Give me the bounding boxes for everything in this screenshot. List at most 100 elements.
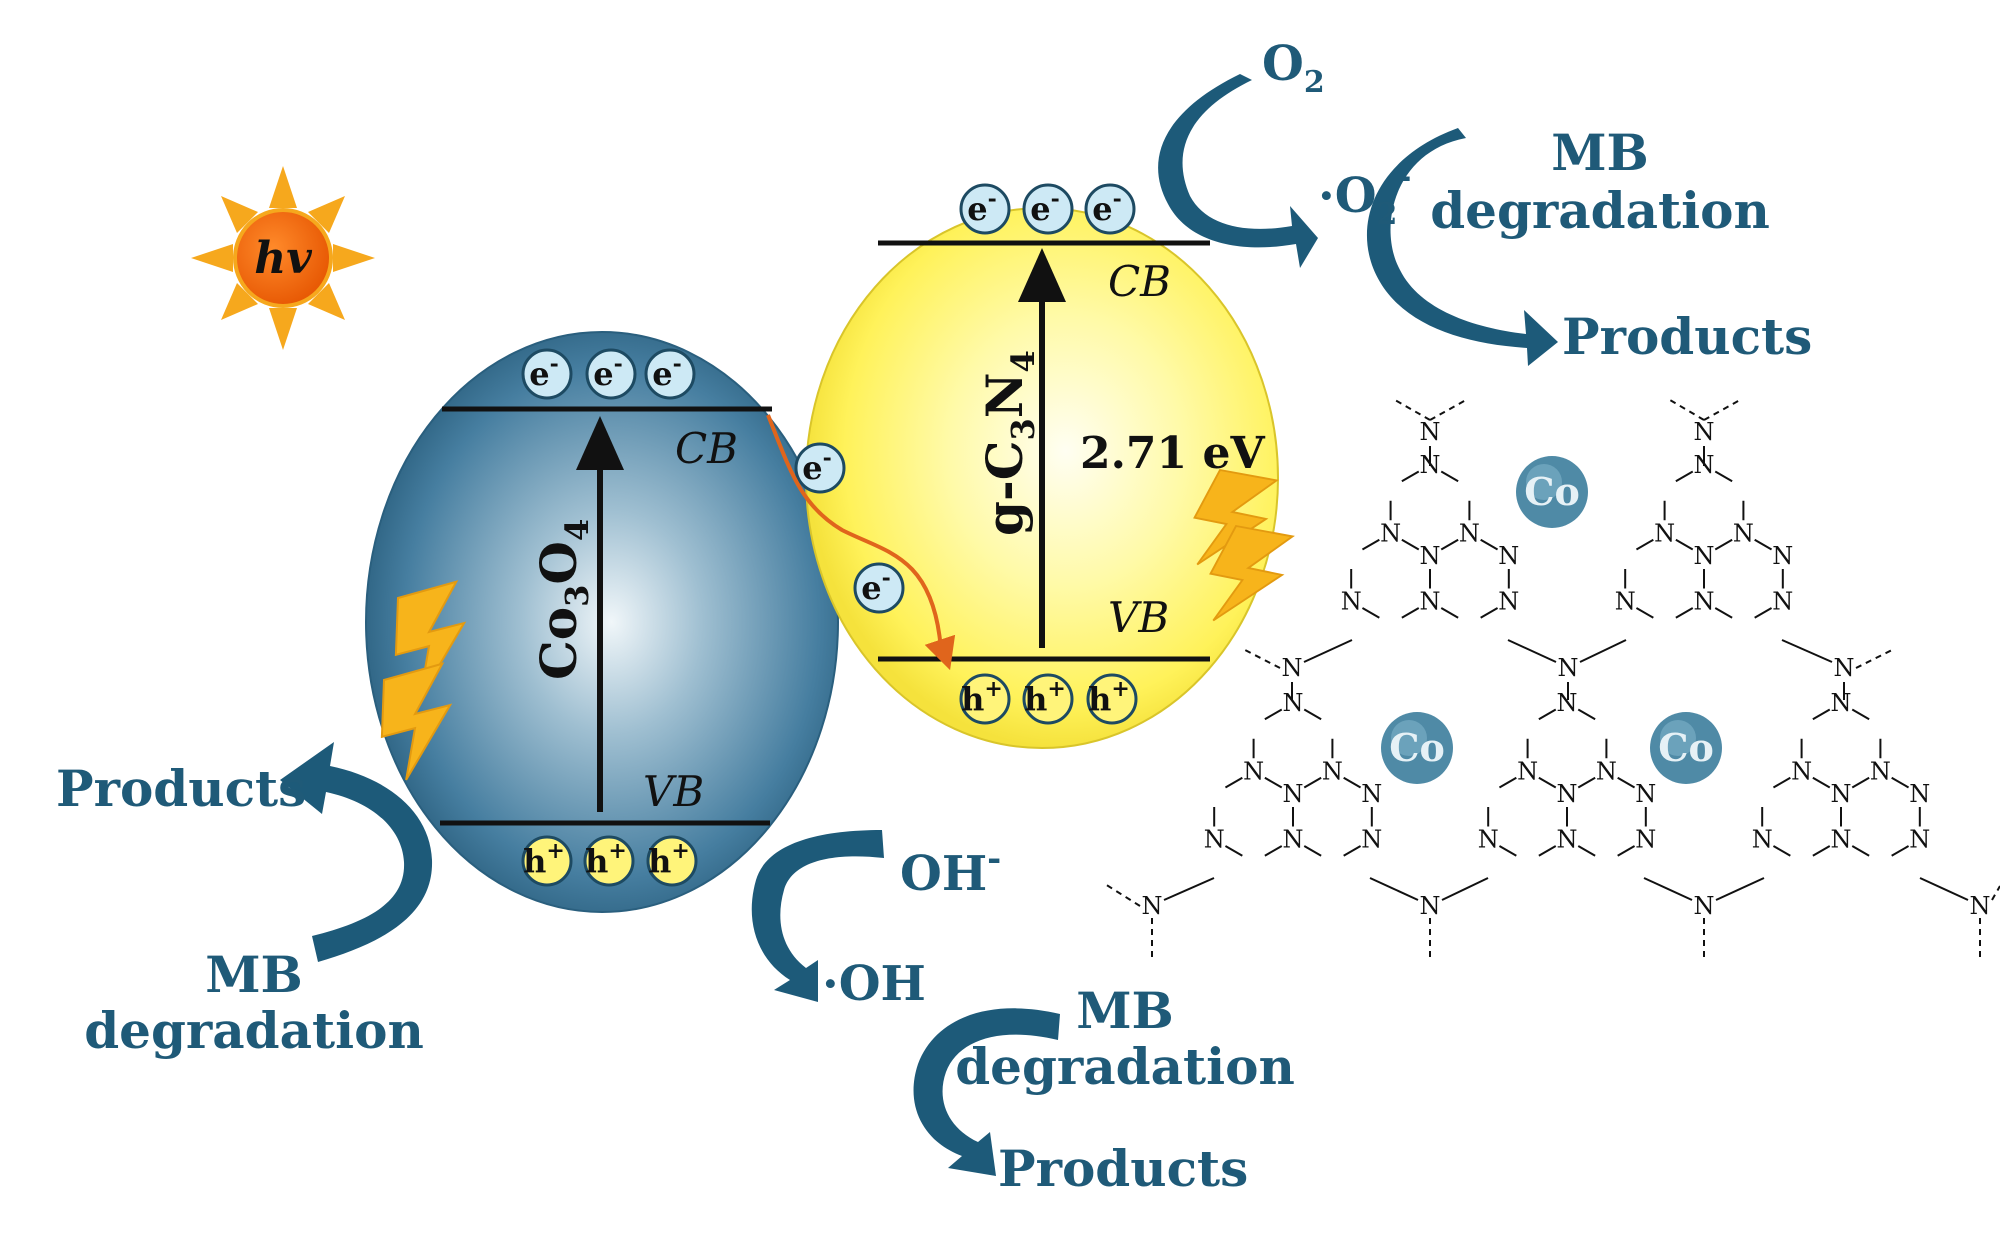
charge-carriers: e-e-e-h+ h+ h+ e-e-e-h+ h+ h+ e-e- — [521, 183, 1138, 887]
nitrogen-atom: N — [1283, 826, 1304, 854]
nitrogen-atom: N — [1341, 588, 1362, 616]
heptazine-unit — [1350, 470, 1510, 619]
electron-badge: e- — [585, 348, 637, 400]
gcn-band-gap: 2.71 eV — [1080, 428, 1265, 479]
co3o4-particle: CB VB Co3O4 — [365, 331, 839, 913]
svg-text:e-: e- — [652, 351, 682, 393]
nitrogen-atom: N — [1243, 757, 1264, 785]
nitrogen-atom: N — [1694, 892, 1715, 920]
co3o4-formula: Co3O4 — [529, 519, 596, 680]
nitrogen-atom: N — [1752, 826, 1773, 854]
co3o4-cb-label: CB — [675, 424, 738, 473]
reaction-arrows — [280, 74, 1558, 1176]
nitrogen-atom: N — [1557, 826, 1578, 854]
cobalt-atom: Co — [1516, 456, 1588, 528]
light-label: hv — [254, 233, 312, 284]
svg-text:e-: e- — [1092, 186, 1122, 228]
top-products-label: Products — [1562, 307, 1812, 366]
bottom-mb-label: MB — [1076, 981, 1174, 1040]
nitrogen-atom: N — [1459, 519, 1480, 547]
nitrogen-atom: N — [1694, 418, 1715, 446]
hydroxide-oxidation-arrow — [751, 830, 884, 1002]
nitrogen-atom: N — [1831, 780, 1852, 808]
nitrogen-atom: N — [1654, 519, 1675, 547]
bottom-products-arrow — [913, 1008, 1060, 1176]
nitrogen-atom: N — [1909, 826, 1930, 854]
sun-icon: hv — [191, 166, 375, 350]
nitrogen-atom: N — [1635, 780, 1656, 808]
svg-text:e-: e- — [1030, 186, 1060, 228]
nitrogen-atom: N — [1557, 780, 1578, 808]
svg-text:e-: e- — [802, 445, 832, 487]
electron-badge: e- — [853, 562, 905, 614]
svg-text:h+: h+ — [1024, 676, 1066, 718]
nitrogen-atom: N — [1142, 892, 1163, 920]
nitrogen-atom: N — [1694, 542, 1715, 570]
svg-text:e-: e- — [593, 351, 623, 393]
nitrogen-atom: N — [1733, 519, 1754, 547]
nitrogen-atom: N — [1870, 757, 1891, 785]
nitrogen-atom: N — [1831, 826, 1852, 854]
left-mb-label: MB — [205, 945, 303, 1004]
nitrogen-atom: N — [1322, 757, 1343, 785]
nitrogen-atom: N — [1831, 689, 1852, 717]
nitrogen-atom: N — [1282, 654, 1303, 682]
o2-reduction-arrow — [1158, 74, 1318, 268]
nitrogen-atom: N — [1498, 588, 1519, 616]
hole-badge: h+ — [1022, 673, 1074, 725]
electron-badge: e- — [959, 183, 1011, 235]
top-products-arrow — [1366, 128, 1558, 366]
svg-text:e-: e- — [529, 351, 559, 393]
nitrogen-atom: N — [1772, 588, 1793, 616]
nitrogen-atom: N — [1478, 826, 1499, 854]
svg-text:h+: h+ — [585, 838, 627, 880]
nitrogen-atom: N — [1834, 654, 1855, 682]
superoxide-label: ·O2- — [1318, 157, 1412, 232]
nitrogen-atom: N — [1517, 757, 1538, 785]
nitrogen-atom: N — [1615, 588, 1636, 616]
hole-badge: h+ — [959, 673, 1011, 725]
hole-badge: h+ — [583, 835, 635, 887]
hole-badge: h+ — [646, 835, 698, 887]
nitrogen-atom: N — [1361, 826, 1382, 854]
hole-badge: h+ — [521, 835, 573, 887]
hydroxyl-radical-label: ·OH — [822, 956, 926, 1012]
electron-badge: e- — [644, 348, 696, 400]
svg-text:h+: h+ — [961, 676, 1003, 718]
svg-text:h+: h+ — [523, 838, 565, 880]
hydroxide-label: OH- — [900, 839, 1001, 902]
svg-text:h+: h+ — [648, 838, 690, 880]
left-degradation-label: degradation — [84, 1001, 424, 1060]
cobalt-atom: Co — [1381, 712, 1453, 784]
nitrogen-atom: N — [1361, 780, 1382, 808]
nitrogen-atom: N — [1420, 892, 1441, 920]
left-products-label: Products — [56, 759, 306, 818]
svg-text:Co: Co — [1658, 725, 1714, 770]
heptazine-unit — [1213, 708, 1373, 857]
nitrogen-atom: N — [1204, 826, 1225, 854]
gcn-particle: CB VB 2.71 eV g-C3N4 — [805, 207, 1279, 749]
electron-badge: e- — [1022, 183, 1074, 235]
nitrogen-atom: N — [1498, 542, 1519, 570]
hole-badge: h+ — [1086, 673, 1138, 725]
nitrogen-atom: N — [1380, 519, 1401, 547]
nitrogen-atom: N — [1283, 689, 1304, 717]
svg-text:h+: h+ — [1088, 676, 1130, 718]
svg-text:e-: e- — [967, 186, 997, 228]
left-products-arrow — [280, 742, 433, 962]
electron-badge: e- — [794, 442, 846, 494]
top-degradation-label: degradation — [1430, 181, 1770, 240]
o2-label: O2 — [1262, 36, 1325, 100]
gcn-formula: g-C3N4 — [975, 350, 1042, 536]
svg-text:e-: e- — [861, 565, 891, 607]
gcn-cb-label: CB — [1108, 257, 1171, 306]
nitrogen-atom: N — [1420, 588, 1441, 616]
top-mb-label: MB — [1551, 123, 1649, 182]
nitrogen-atom: N — [1909, 780, 1930, 808]
svg-text:Co: Co — [1524, 469, 1580, 514]
nitrogen-atom: N — [1772, 542, 1793, 570]
bottom-degradation-label: degradation — [955, 1037, 1295, 1096]
svg-text:Co: Co — [1389, 725, 1445, 770]
